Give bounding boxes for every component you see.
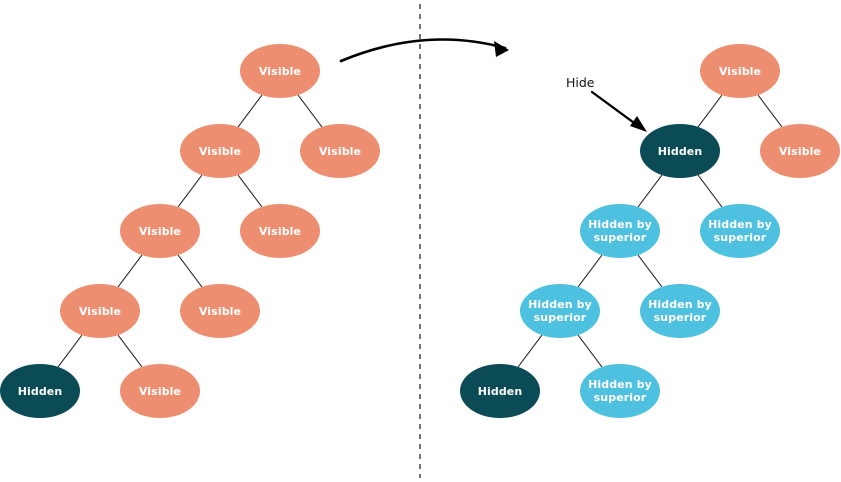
- tree-node-label: Visible: [318, 144, 362, 158]
- tree-edge: [637, 254, 663, 288]
- tree-node-label: Visible: [778, 144, 822, 158]
- hide-annotation-label: Hide: [566, 75, 595, 90]
- tree-node-label: Visible: [198, 304, 242, 318]
- tree-node-right-r2a[interactable]: Hidden: [640, 124, 720, 178]
- tree-node-right-r5a[interactable]: Hidden: [460, 364, 540, 418]
- tree-node-label: Hidden by superior: [588, 218, 652, 244]
- tree-edge: [697, 174, 723, 208]
- tree-node-label: Hidden by superior: [588, 378, 652, 404]
- tree-node-left-l5a[interactable]: Hidden: [0, 364, 80, 418]
- tree-node-label: Visible: [718, 64, 762, 78]
- tree-node-right-r3b[interactable]: Hidden by superior: [700, 204, 780, 258]
- tree-node-right-r1[interactable]: Visible: [700, 44, 780, 98]
- tree-node-left-l3a[interactable]: Visible: [120, 204, 200, 258]
- tree-node-right-r5b[interactable]: Hidden by superior: [580, 364, 660, 418]
- tree-node-right-r4b[interactable]: Hidden by superior: [640, 284, 720, 338]
- tree-edge: [697, 94, 723, 128]
- tree-node-right-r3a[interactable]: Hidden by superior: [580, 204, 660, 258]
- tree-edge: [297, 94, 323, 128]
- tree-node-left-l3b[interactable]: Visible: [240, 204, 320, 258]
- tree-node-label: Hidden by superior: [708, 218, 772, 244]
- tree-edge: [177, 174, 203, 208]
- hide-arrow: [590, 90, 647, 132]
- tree-edge: [517, 334, 543, 368]
- tree-node-right-r2b[interactable]: Visible: [760, 124, 840, 178]
- tree-edge: [237, 174, 263, 208]
- tree-node-label: Visible: [138, 384, 182, 398]
- tree-edge: [117, 254, 143, 288]
- tree-edge: [177, 254, 203, 288]
- tree-node-left-l2b[interactable]: Visible: [300, 124, 380, 178]
- tree-node-left-l4b[interactable]: Visible: [180, 284, 260, 338]
- transition-arrow: [339, 38, 509, 63]
- tree-node-label: Hidden: [17, 384, 63, 398]
- tree-node-label: Hidden: [657, 144, 703, 158]
- tree-edge: [57, 334, 83, 368]
- tree-edge: [637, 174, 663, 208]
- tree-node-right-r4a[interactable]: Hidden by superior: [520, 284, 600, 338]
- tree-edge: [757, 94, 783, 128]
- tree-node-label: Hidden by superior: [648, 298, 712, 324]
- tree-node-label: Visible: [198, 144, 242, 158]
- tree-edge: [237, 94, 263, 128]
- tree-edge: [577, 334, 603, 368]
- tree-node-left-l2a[interactable]: Visible: [180, 124, 260, 178]
- tree-node-left-l4a[interactable]: Visible: [60, 284, 140, 338]
- tree-node-label: Visible: [78, 304, 122, 318]
- tree-edge: [577, 254, 603, 288]
- tree-node-left-l1[interactable]: Visible: [240, 44, 320, 98]
- tree-node-label: Visible: [258, 224, 302, 238]
- tree-node-label: Hidden: [477, 384, 523, 398]
- tree-node-left-l5b[interactable]: Visible: [120, 364, 200, 418]
- tree-edge: [117, 334, 143, 368]
- tree-node-label: Hidden by superior: [528, 298, 592, 324]
- tree-node-label: Visible: [138, 224, 182, 238]
- tree-node-label: Visible: [258, 64, 302, 78]
